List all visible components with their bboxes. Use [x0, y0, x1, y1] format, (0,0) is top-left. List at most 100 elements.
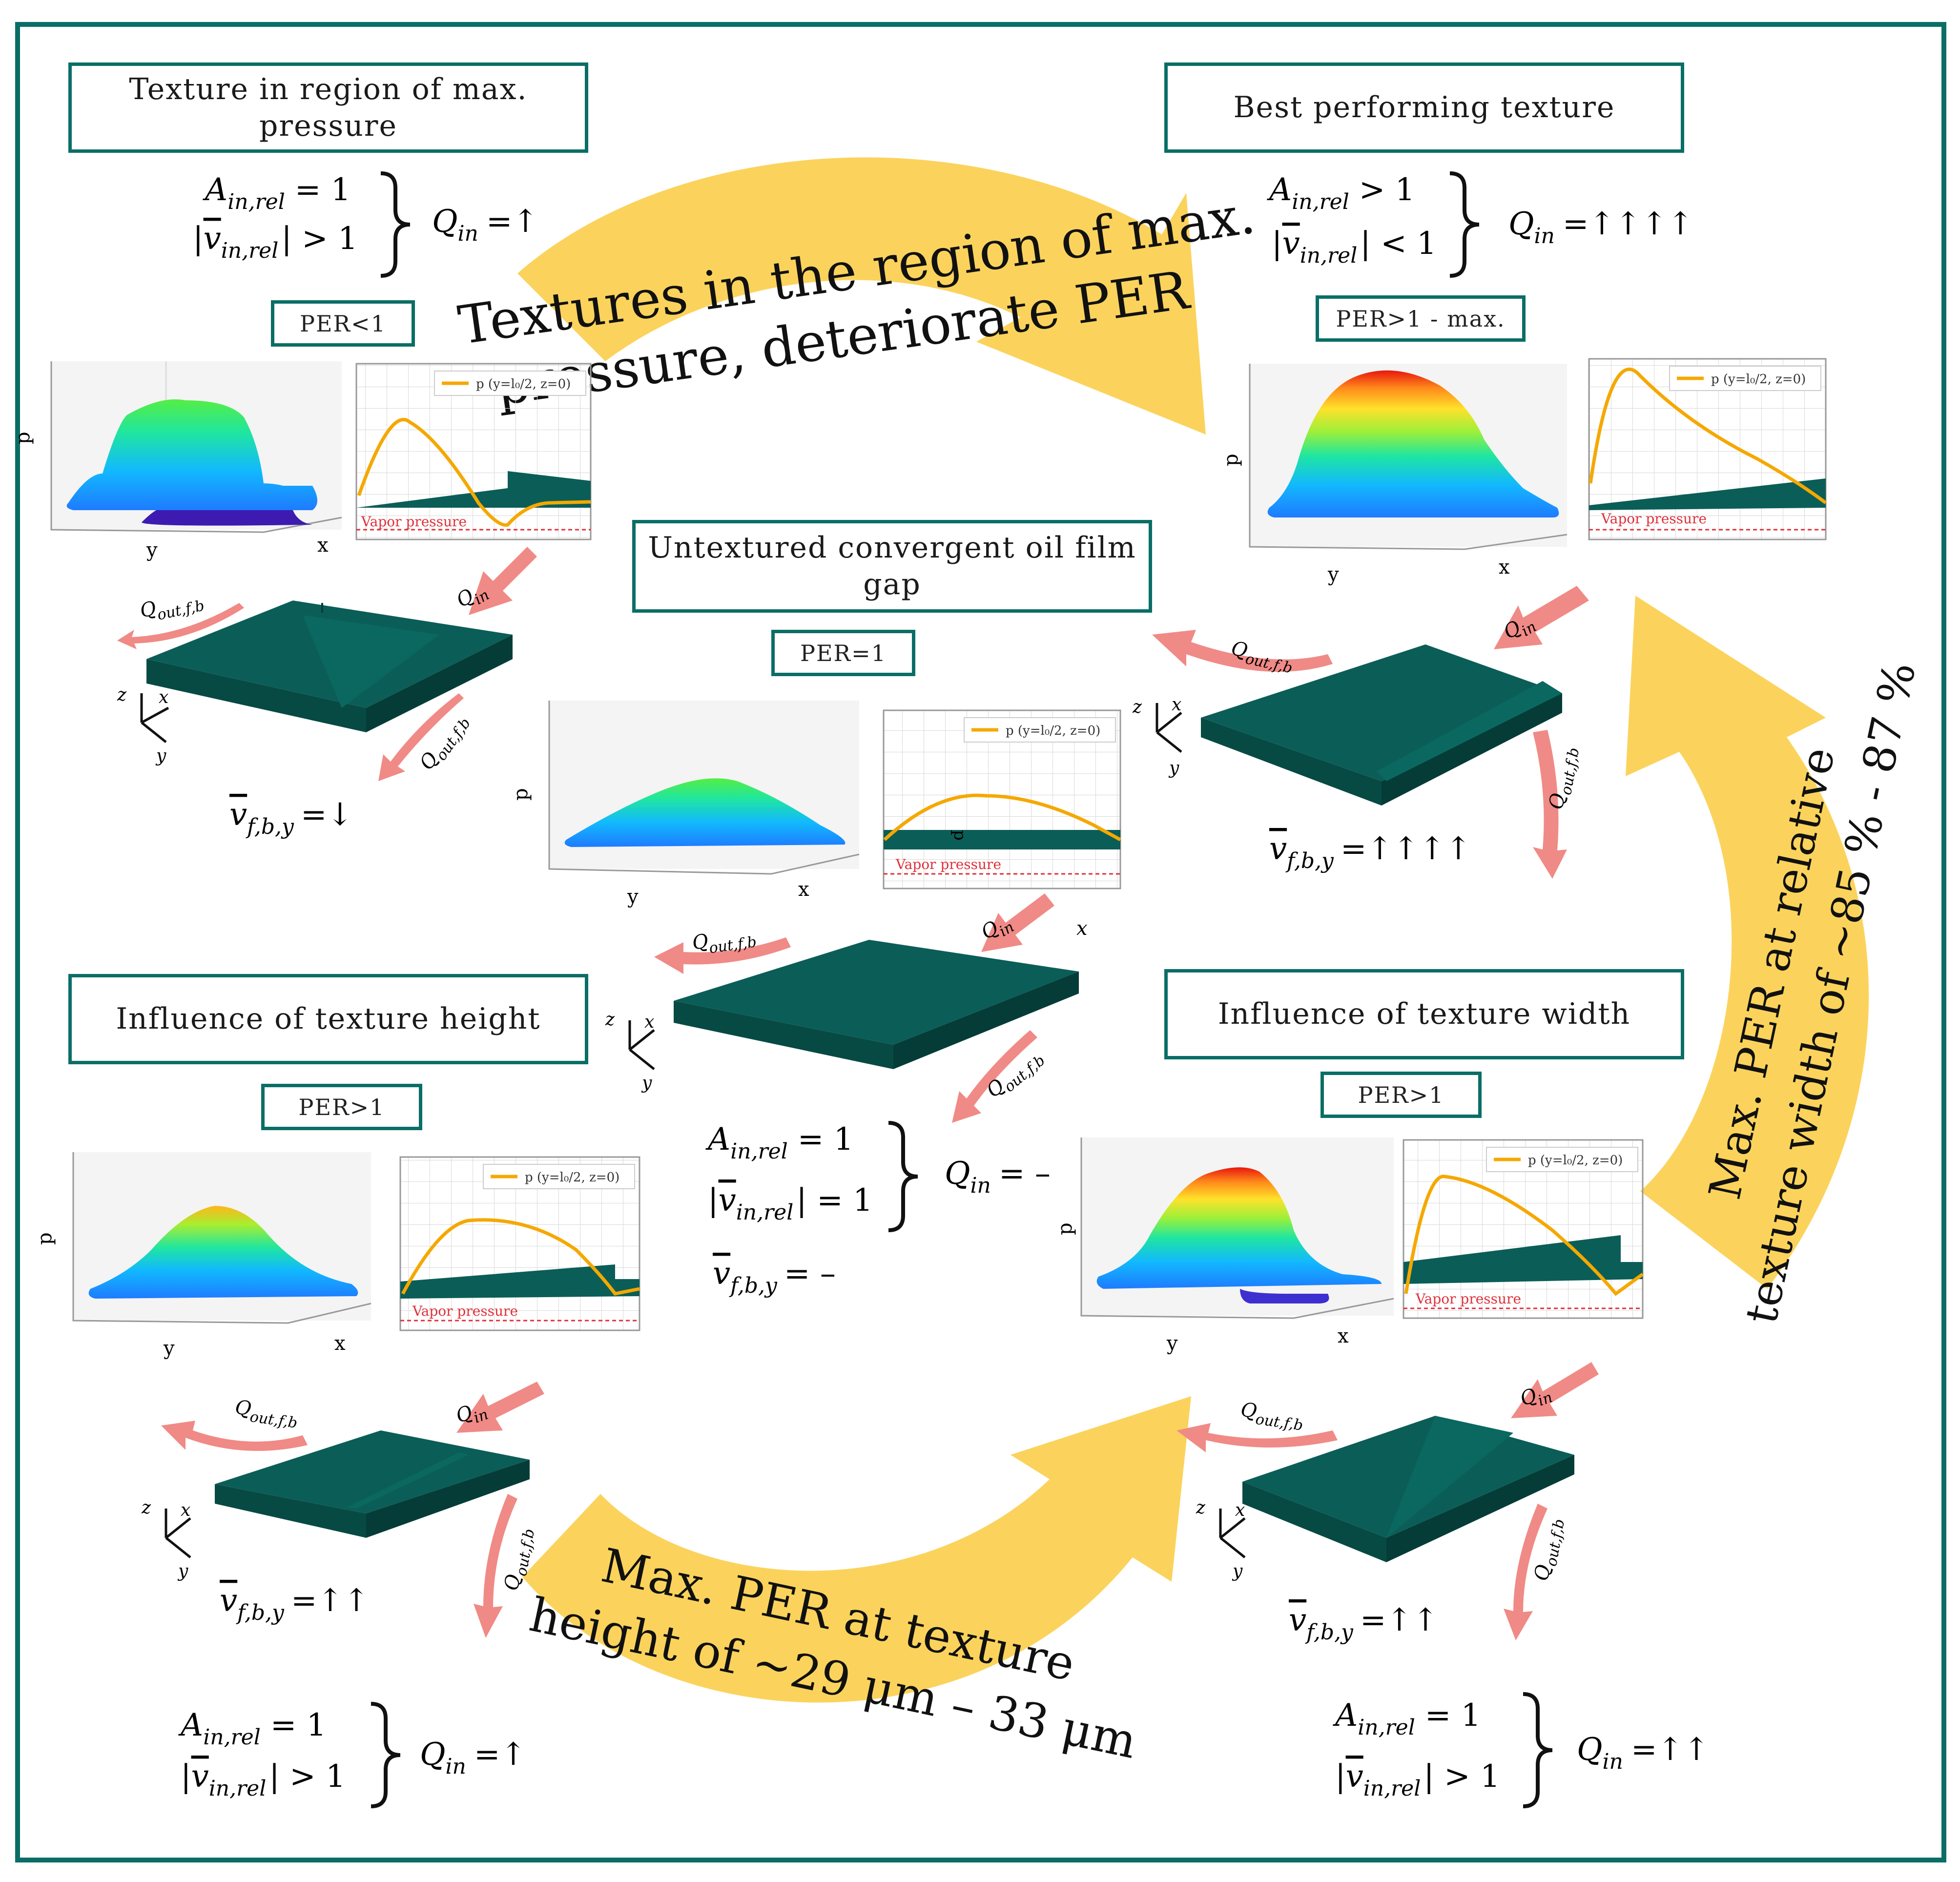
svg-text:y: y	[627, 886, 639, 908]
q-in-arrow	[981, 893, 1054, 952]
svg-text:Ain,rel= 1: Ain,rel= 1	[203, 172, 351, 214]
svg-text:y: y	[641, 1073, 652, 1093]
svg-text:x: x	[644, 1012, 654, 1032]
oil-film-surface	[215, 1430, 530, 1538]
pressure-3d-plot: p y x	[1054, 1137, 1394, 1355]
svg-text:y: y	[177, 1561, 188, 1581]
line-plot: Vapor pressure p (y=l₀/2, z=0)	[399, 1156, 640, 1331]
legend-label: p (y=l₀/2, z=0)	[476, 377, 571, 392]
svg-text:|vin,rel| > 1: |vin,rel| > 1	[1335, 1758, 1500, 1801]
coordinate-axes	[165, 1509, 191, 1558]
oil-film-surface	[1201, 644, 1562, 806]
panel-max-pressure: Ain,rel= 1 |vin,rel| > 1 Qin=↑ p y x Vap…	[12, 171, 592, 839]
q-out-arrow	[654, 937, 791, 974]
svg-text:Ain,rel> 1: Ain,rel> 1	[1267, 172, 1415, 214]
svg-text:Ain,rel= 1: Ain,rel= 1	[1333, 1697, 1481, 1740]
per-max-pressure: PER<1	[271, 300, 415, 347]
y-axis-label: y	[146, 539, 158, 561]
svg-text:p: p	[950, 830, 970, 841]
svg-text:p: p	[1054, 1222, 1076, 1235]
svg-text:x: x	[159, 687, 168, 707]
pressure-3d-plot: p y x	[34, 1152, 371, 1360]
svg-text:z: z	[141, 1498, 151, 1518]
q-out-arrow-down	[474, 1494, 517, 1638]
svg-text:Qin=↑: Qin=↑	[432, 204, 538, 246]
oil-film-surface	[1242, 1416, 1574, 1562]
vfb-width: vf,b,y=↑↑	[1289, 1602, 1439, 1645]
per-width: PER>1	[1320, 1072, 1482, 1118]
q-in-arrow	[469, 547, 537, 615]
svg-text:x: x	[798, 878, 809, 901]
svg-text:z: z	[1132, 697, 1142, 717]
svg-text:x: x	[1499, 556, 1510, 579]
svg-text:|vin,rel| > 1: |vin,rel| > 1	[193, 221, 358, 263]
svg-text:y: y	[1327, 563, 1339, 586]
svg-text:z: z	[117, 685, 127, 705]
formula-width: Ain,rel= 1 |vin,rel| > 1 Qin=↑↑	[1333, 1692, 1710, 1808]
line-plot: Vapor pressure p (y=l₀/2, z=0) p	[883, 709, 1121, 889]
p-axis-label: p	[12, 432, 34, 444]
per-best: PER>1 - max.	[1316, 295, 1526, 342]
formula-max-pressure: Ain,rel= 1 |vin,rel| > 1 Qin=↑	[193, 171, 538, 278]
svg-text:Qin=↑↑↑↑: Qin=↑↑↑↑	[1508, 206, 1693, 248]
svg-text:x: x	[334, 1332, 346, 1355]
svg-text:y: y	[163, 1337, 175, 1360]
svg-text:p (y=l₀/2, z=0): p (y=l₀/2, z=0)	[1711, 372, 1806, 387]
svg-text:Ain,rel= 1: Ain,rel= 1	[705, 1121, 853, 1164]
title-untextured: Untextured convergent oil film gap	[632, 520, 1152, 613]
vfb-max-pressure: vf,b,y=↓	[229, 797, 353, 839]
svg-text:|vin,rel| < 1: |vin,rel| < 1	[1272, 226, 1437, 268]
vfb-best: vf,b,y=↑↑↑↑	[1269, 831, 1471, 873]
q-out-arrow-bottom	[952, 1030, 1037, 1123]
title-best: Best performing texture	[1164, 62, 1684, 153]
svg-text:p (y=l₀/2, z=0): p (y=l₀/2, z=0)	[1006, 724, 1100, 738]
svg-text:Qin= –: Qin= –	[945, 1156, 1051, 1198]
svg-text:x: x	[1338, 1325, 1349, 1347]
svg-text:x: x	[1235, 1500, 1245, 1520]
gold-arrow-right: Max. PER at relative texture width of ~8…	[1626, 596, 1926, 1328]
q-out-label-bottom: Qout,f,b	[415, 709, 475, 777]
q-in-arrow	[1494, 586, 1589, 649]
pressure-3d-plot: p y x	[12, 361, 342, 561]
svg-text:Qout,f,b: Qout,f,b	[1238, 1398, 1305, 1434]
q-out-arrow	[1176, 1423, 1338, 1452]
title-height: Influence of texture height	[68, 974, 588, 1064]
q-in-arrow	[1511, 1362, 1599, 1418]
panel-width: p y x Vapor pressure p (y=l₀/2, z=0) Qou…	[1054, 1137, 1710, 1808]
svg-text:x: x	[1172, 695, 1181, 715]
svg-text:Vapor pressure: Vapor pressure	[412, 1303, 518, 1319]
q-out-arrow	[117, 603, 244, 649]
x-axis-label: x	[317, 534, 329, 557]
oil-film-surface	[674, 940, 1079, 1069]
gold-arrow-bottom: Max. PER at texture height of ~29 μm – 3…	[522, 1396, 1191, 1769]
vfb-height: vf,b,y=↑↑	[220, 1583, 370, 1625]
pressure-3d-plot: p y x	[1220, 364, 1568, 586]
q-out-arrow-bottom	[378, 693, 464, 781]
formula-untextured: Ain,rel= 1 |vin,rel| = 1 Qin= – vf,b,y= …	[705, 1121, 1051, 1298]
coordinate-axes	[628, 1020, 655, 1070]
title-max-pressure: Texture in region of max. pressure	[68, 62, 588, 153]
coordinate-axes	[1155, 703, 1182, 753]
formula-best: Ain,rel> 1 |vin,rel| < 1 Qin=↑↑↑↑	[1267, 171, 1693, 278]
svg-text:p (y=l₀/2, z=0): p (y=l₀/2, z=0)	[525, 1170, 619, 1185]
line-plot: Vapor pressure p (y=l₀/2, z=0)	[355, 363, 592, 540]
q-out-arrow	[161, 1421, 308, 1451]
svg-text:Vapor pressure: Vapor pressure	[1601, 511, 1707, 527]
svg-text:z: z	[1196, 1498, 1206, 1518]
oil-film-surface	[146, 600, 513, 732]
outer-frame	[15, 22, 1946, 1862]
svg-text:p (y=l₀/2, z=0): p (y=l₀/2, z=0)	[1528, 1153, 1623, 1168]
svg-text:Qin=↑: Qin=↑	[420, 1737, 526, 1779]
coordinate-axes	[1219, 1509, 1246, 1558]
svg-text:y: y	[1166, 1332, 1178, 1355]
svg-text:Qin=↑↑: Qin=↑↑	[1577, 1732, 1710, 1774]
svg-text:Qout,f,b: Qout,f,b	[233, 1396, 300, 1432]
pressure-3d-plot: p y x	[510, 701, 860, 908]
svg-text:|vin,rel| = 1: |vin,rel| = 1	[708, 1182, 873, 1225]
vapor-label: Vapor pressure	[361, 514, 467, 530]
q-out-arrow	[1152, 630, 1333, 672]
panel-untextured: p y x Vapor pressure p (y=l₀/2, z=0) p Q…	[510, 701, 1121, 1298]
line-plot: Vapor pressure p (y=l₀/2, z=0)	[1588, 358, 1827, 540]
q-out-arrow-down	[1504, 1504, 1547, 1640]
